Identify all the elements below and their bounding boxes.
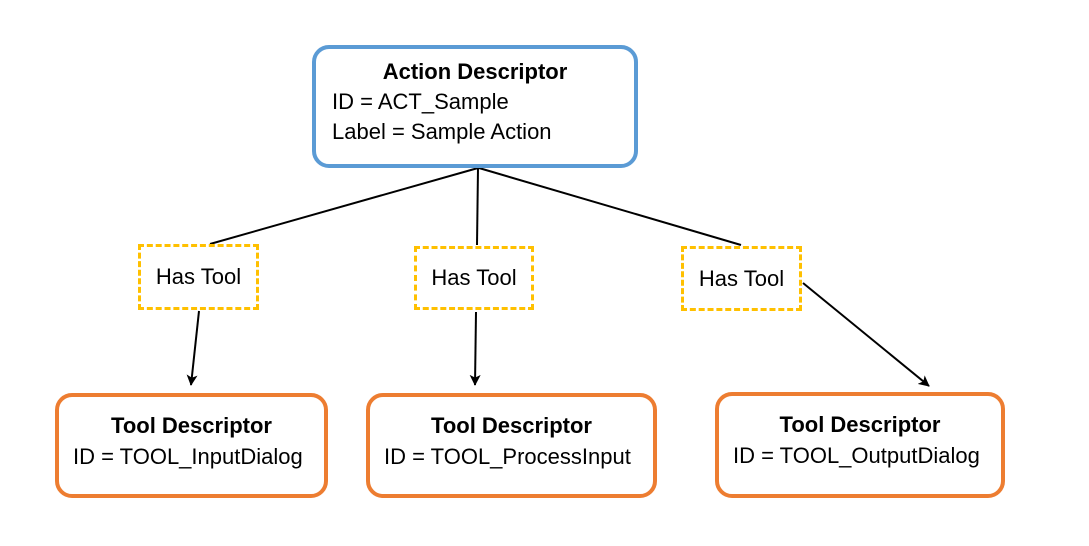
- tool-descriptor-title-1: Tool Descriptor: [111, 413, 272, 438]
- edge-action-to-hastool-1: [209, 167, 479, 245]
- tool-descriptor-id-1: ID = TOOL_InputDialog: [73, 444, 303, 469]
- tool-descriptor-id-2: ID = TOOL_ProcessInput: [384, 444, 631, 469]
- tool-descriptor-id-3: ID = TOOL_OutputDialog: [733, 443, 980, 468]
- edge-action-to-hastool-3: [478, 167, 742, 246]
- has-tool-node-1: Has Tool: [138, 244, 259, 310]
- action-descriptor-node: Action Descriptor ID = ACT_Sample Label …: [312, 45, 638, 168]
- edge-hastool3-to-tool3-arrow: [802, 282, 930, 387]
- tool-descriptor-title-3: Tool Descriptor: [779, 412, 941, 437]
- tool-descriptor-node-3: Tool Descriptor ID = TOOL_OutputDialog: [715, 392, 1005, 498]
- has-tool-label-3: Has Tool: [698, 265, 785, 291]
- edge-hastool2-to-tool2-arrow: [469, 311, 481, 386]
- has-tool-label-1: Has Tool: [155, 264, 242, 289]
- has-tool-node-3: Has Tool: [681, 246, 802, 311]
- has-tool-label-2: Has Tool: [431, 265, 517, 290]
- tool-descriptor-title-2: Tool Descriptor: [431, 413, 592, 438]
- action-label-line: Label = Sample Action: [332, 119, 552, 144]
- edge-hastool1-to-tool1-arrow: [186, 310, 200, 386]
- tool-descriptor-node-1: Tool Descriptor ID = TOOL_InputDialog: [55, 393, 328, 498]
- has-tool-node-2: Has Tool: [414, 246, 534, 310]
- action-descriptor-title: Action Descriptor: [382, 59, 568, 84]
- action-id-line: ID = ACT_Sample: [332, 89, 509, 114]
- edge-action-to-hastool-2: [476, 167, 479, 246]
- tool-descriptor-node-2: Tool Descriptor ID = TOOL_ProcessInput: [366, 393, 657, 498]
